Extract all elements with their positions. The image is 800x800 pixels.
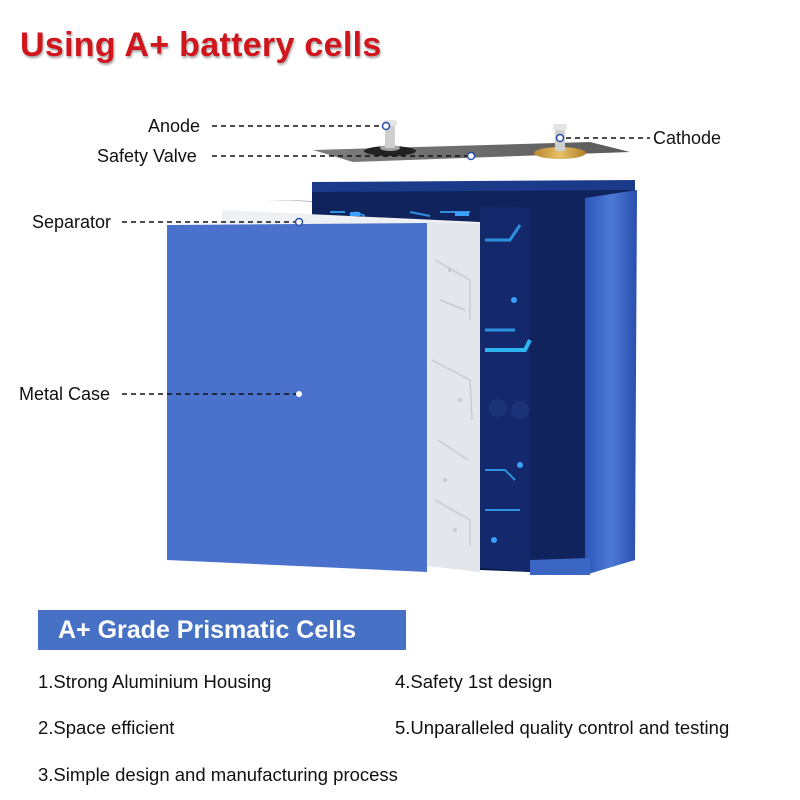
page-title: Using A+ battery cells <box>20 26 382 64</box>
feature-item: 1.Strong Aluminium Housing <box>38 671 272 692</box>
front-case-panel <box>167 223 427 572</box>
cathode-label: Cathode <box>653 128 722 148</box>
separator-label: Separator <box>32 212 112 232</box>
feature-item: 2.Space efficient <box>38 717 175 738</box>
leader-markers <box>294 121 565 397</box>
leader-lines <box>122 125 650 395</box>
feature-item: 5.Unparalleled quality control and testi… <box>395 717 730 738</box>
banner-text: A+ Grade Prismatic Cells <box>58 615 357 644</box>
feature-item: 4.Safety 1st design <box>395 671 553 692</box>
safety-valve-label: Safety Valve <box>97 146 197 166</box>
anode-label: Anode <box>148 116 201 136</box>
battery-cell-diagram <box>122 120 650 575</box>
metal-case-label: Metal Case <box>19 384 111 404</box>
inner-cell-layer <box>266 200 532 572</box>
product-banner: A+ Grade Prismatic Cells <box>38 610 406 650</box>
feature-item: 3.Simple design and manufacturing proces… <box>38 764 398 785</box>
